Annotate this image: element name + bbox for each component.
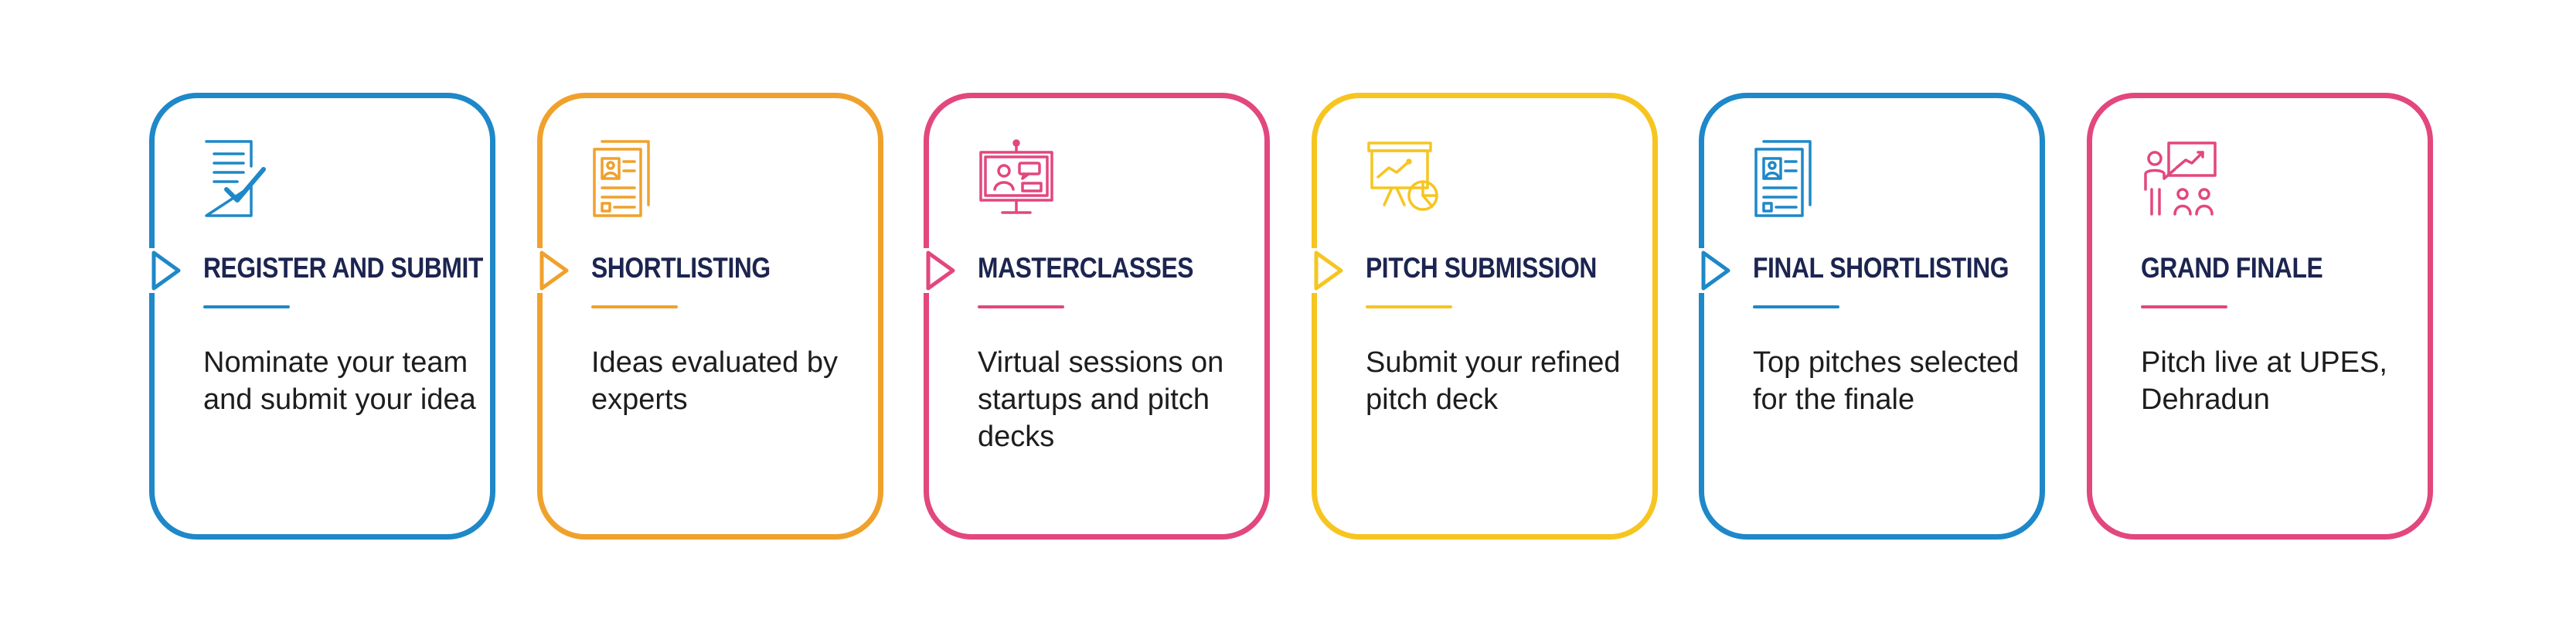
step-underline xyxy=(978,305,1064,308)
step-description: Nominate your team and submit your idea xyxy=(203,346,476,416)
step-card-pitch-submission: PITCH SUBMISSION Submit your refined pit… xyxy=(1312,93,1658,540)
step-title: FINAL SHORTLISTING xyxy=(1753,252,2009,284)
step-title: MASTERCLASSES xyxy=(978,252,1194,284)
step-arrow-icon xyxy=(149,248,183,293)
step-description: Ideas evaluated by experts xyxy=(591,346,839,416)
presentation-chart-icon xyxy=(1366,138,1443,219)
step-card-grand-finale: GRAND FINALE Pitch live at UPES, Dehradu… xyxy=(2087,93,2433,540)
step-arrow-icon xyxy=(1312,248,1346,293)
step-card-final-shortlisting: FINAL SHORTLISTING Top pitches selected … xyxy=(1699,93,2045,540)
virtual-class-monitor-icon xyxy=(978,138,1055,219)
step-title: SHORTLISTING xyxy=(591,252,771,284)
step-underline xyxy=(2141,305,2227,308)
step-card-register-and-submit: REGISTER AND SUBMIT Nominate your team a… xyxy=(149,93,495,540)
profile-documents-icon xyxy=(1753,138,1816,219)
step-title: GRAND FINALE xyxy=(2141,252,2323,284)
step-underline xyxy=(1366,305,1452,308)
step-underline xyxy=(203,305,290,308)
step-title: PITCH SUBMISSION xyxy=(1366,252,1597,284)
presenter-audience-icon xyxy=(2141,138,2218,219)
step-arrow-icon xyxy=(1699,248,1733,293)
step-card-shortlisting: SHORTLISTING Ideas evaluated by experts xyxy=(537,93,883,540)
step-description: Virtual sessions on startups and pitch d… xyxy=(978,346,1224,453)
step-arrow-icon xyxy=(924,248,958,293)
document-check-icon xyxy=(203,138,267,219)
step-description: Submit your refined pitch deck xyxy=(1366,346,1621,416)
step-underline xyxy=(1753,305,1839,308)
profile-documents-icon xyxy=(591,138,655,219)
step-arrow-icon xyxy=(537,248,571,293)
step-description: Pitch live at UPES, Dehradun xyxy=(2141,346,2387,416)
step-card-masterclasses: MASTERCLASSES Virtual sessions on startu… xyxy=(924,93,1270,540)
step-description: Top pitches selected for the finale xyxy=(1753,346,2020,416)
step-title: REGISTER AND SUBMIT xyxy=(203,252,483,284)
step-underline xyxy=(591,305,678,308)
